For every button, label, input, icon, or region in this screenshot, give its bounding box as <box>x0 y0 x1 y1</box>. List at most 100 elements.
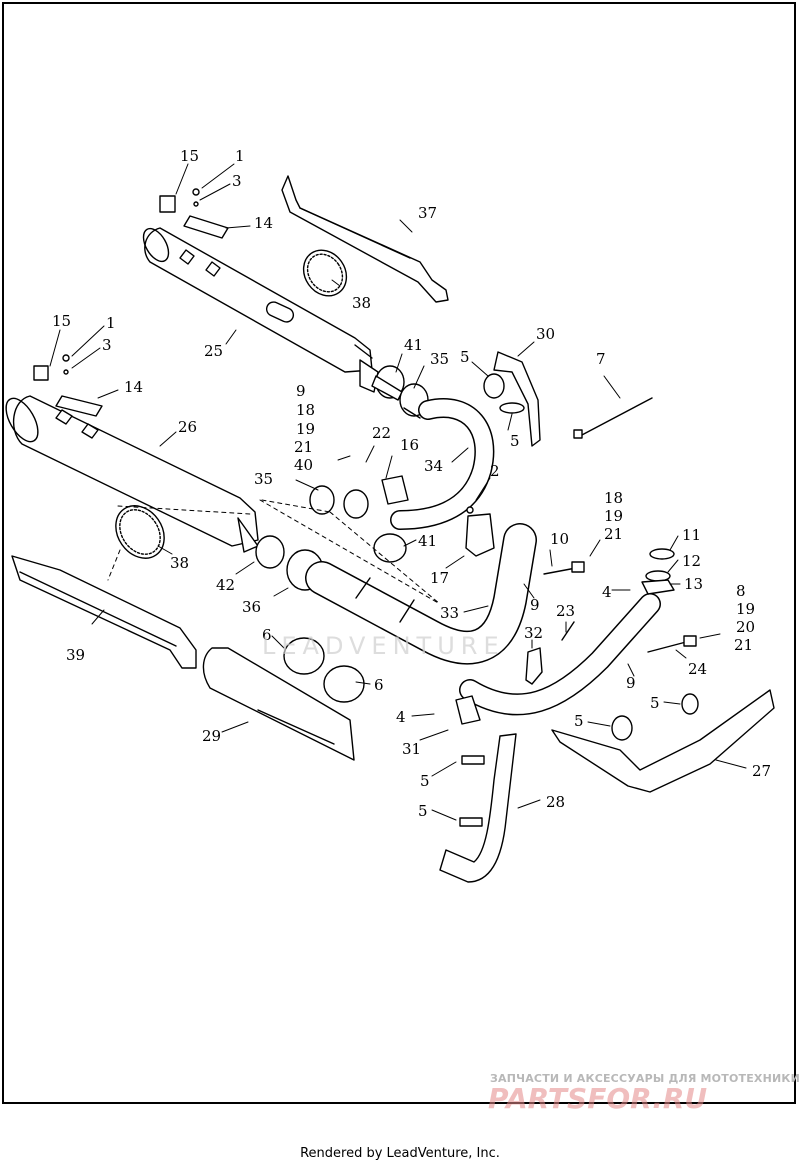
header-pipe-33[interactable] <box>305 523 537 665</box>
callout-50: 32 <box>524 624 543 642</box>
center-watermark: LEADVENTURE <box>262 632 505 660</box>
callout-9: 3 <box>102 336 112 354</box>
callout-54: 5 <box>650 694 660 712</box>
callout-22: 22 <box>372 424 391 442</box>
callout-57: 29 <box>202 727 221 745</box>
clamp-16[interactable] <box>381 475 409 505</box>
callout-58: 31 <box>402 740 421 758</box>
callout-38: 4 <box>602 583 612 601</box>
callout-39: 13 <box>684 575 703 593</box>
callout-7: 15 <box>52 312 71 330</box>
heat-shield-28[interactable] <box>439 733 517 883</box>
oxygen-sensor-10[interactable] <box>543 561 585 575</box>
callout-45: 23 <box>556 602 575 620</box>
callout-35: 11 <box>682 526 701 544</box>
callout-24: 5 <box>510 432 520 450</box>
callout-46: 20 <box>736 618 755 636</box>
callout-2: 3 <box>232 172 242 190</box>
crossover-pipe[interactable] <box>459 593 661 716</box>
callout-62: 5 <box>418 802 428 820</box>
cable-tie-7[interactable] <box>573 397 653 439</box>
clamp-band-38-upper[interactable] <box>295 242 355 304</box>
callout-42: 9 <box>530 596 540 614</box>
callout-19: 19 <box>296 420 315 438</box>
callout-16: 26 <box>178 418 197 436</box>
coupler-41-upper[interactable] <box>371 365 405 401</box>
callout-1: 1 <box>235 147 245 165</box>
callout-26: 2 <box>490 462 500 480</box>
callout-34: 10 <box>550 530 569 548</box>
diagram-frame <box>2 2 796 1104</box>
callout-49: 6 <box>262 626 272 644</box>
callout-61: 28 <box>546 793 565 811</box>
oxygen-sensor-24[interactable] <box>647 635 697 653</box>
shop-watermark-tagline: ЗАПЧАСТИ И АКСЕССУАРЫ ДЛЯ МОТОТЕХНИКИ <box>490 1072 800 1085</box>
callout-29: 19 <box>604 507 623 525</box>
header-pipe-34[interactable] <box>390 398 495 530</box>
callout-60: 5 <box>420 772 430 790</box>
callout-55: 4 <box>396 708 406 726</box>
bracket-32[interactable] <box>525 647 543 685</box>
callout-56: 5 <box>574 712 584 730</box>
heat-shield-29[interactable] <box>202 647 355 761</box>
callout-20: 21 <box>294 438 313 456</box>
muffler-25[interactable] <box>138 224 379 393</box>
callout-28: 18 <box>604 489 623 507</box>
callout-5: 38 <box>352 294 371 312</box>
callout-48: 39 <box>66 646 85 664</box>
callout-44: 19 <box>736 600 755 618</box>
callout-6: 25 <box>204 342 223 360</box>
callout-33: 42 <box>216 576 235 594</box>
coupler-41-lower[interactable] <box>373 533 407 563</box>
callout-0: 15 <box>180 147 199 165</box>
callout-17: 9 <box>296 382 306 400</box>
callout-15: 7 <box>596 350 606 368</box>
callout-21: 40 <box>294 456 313 474</box>
callout-40: 8 <box>736 582 746 600</box>
callout-4: 14 <box>254 214 273 232</box>
callout-47: 21 <box>734 636 753 654</box>
callout-30: 21 <box>604 525 623 543</box>
heat-shield-37[interactable] <box>281 175 449 303</box>
callout-labels: 15 1 3 37 14 38 25 15 1 3 14 41 35 30 5 … <box>52 147 771 820</box>
flange-gasket-11-12-13[interactable] <box>641 548 675 595</box>
callout-13: 30 <box>536 325 555 343</box>
heat-shield-27[interactable] <box>551 689 775 793</box>
callout-43: 33 <box>440 604 459 622</box>
alignment-lines <box>107 499 441 605</box>
rendered-by-footer: Rendered by LeadVenture, Inc. <box>300 1146 500 1161</box>
callout-10: 14 <box>124 378 143 396</box>
muffler-26[interactable] <box>0 393 259 553</box>
bracket-31[interactable] <box>455 695 481 725</box>
callout-32: 38 <box>170 554 189 572</box>
callout-41: 36 <box>242 598 261 616</box>
heat-shield-39[interactable] <box>11 555 197 669</box>
callout-18: 18 <box>296 401 315 419</box>
callout-51: 24 <box>688 660 707 678</box>
bracket-17[interactable] <box>465 506 495 557</box>
callout-37: 17 <box>430 569 449 587</box>
heat-shield-30[interactable] <box>493 351 541 447</box>
callout-52: 9 <box>626 674 636 692</box>
callout-12: 35 <box>430 350 449 368</box>
leader-lines <box>49 163 747 821</box>
callout-3: 37 <box>418 204 437 222</box>
callout-53: 6 <box>374 676 384 694</box>
callout-8: 1 <box>106 314 116 332</box>
mount-bracket-14-upper[interactable] <box>159 188 229 277</box>
callout-27: 35 <box>254 470 273 488</box>
callout-23: 16 <box>400 436 419 454</box>
clamp-band-38-lower[interactable] <box>106 496 174 567</box>
callout-31: 41 <box>418 532 437 550</box>
mount-bracket-14-lower[interactable] <box>33 354 103 417</box>
sleeve-42[interactable] <box>255 535 285 569</box>
stud-23[interactable] <box>561 621 575 641</box>
clamps-5[interactable] <box>459 373 699 827</box>
clamp-35-lower[interactable] <box>309 485 369 519</box>
clamp-bands-6[interactable] <box>283 637 365 703</box>
callout-11: 41 <box>404 336 423 354</box>
callout-25: 34 <box>424 457 443 475</box>
callout-14: 5 <box>460 348 470 366</box>
shop-watermark-name: PARTSFOR.RU <box>488 1082 708 1115</box>
